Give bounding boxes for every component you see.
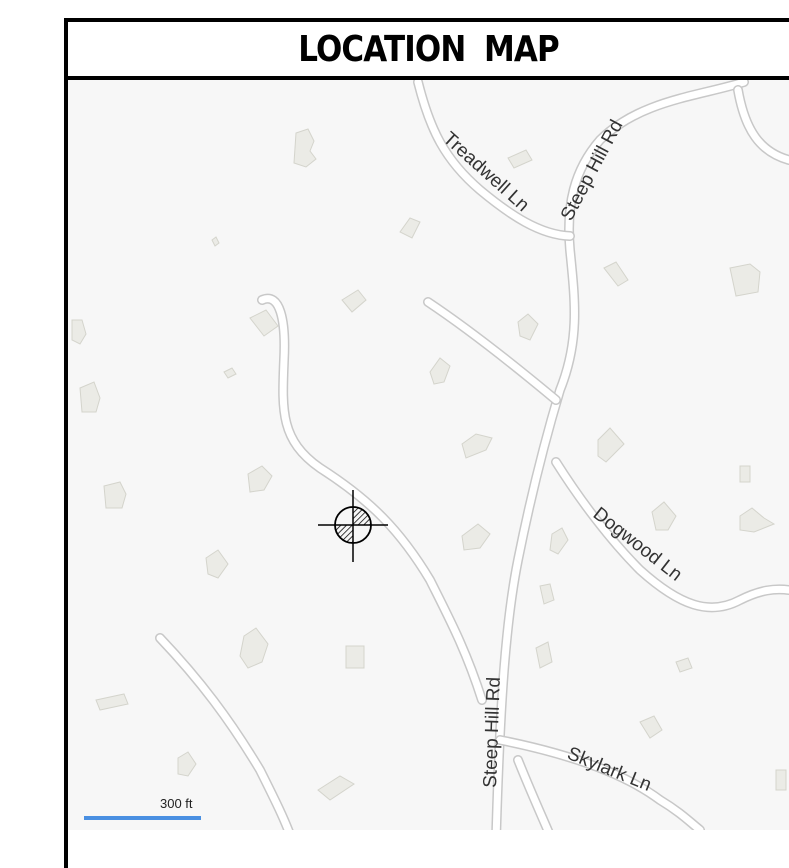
road-label-treadwell: Treadwell Ln (439, 128, 533, 216)
building (603, 261, 629, 287)
buildings (71, 128, 787, 801)
title-bar: LOCATION MAP (68, 22, 789, 80)
building (211, 236, 220, 247)
building (597, 427, 625, 463)
building (539, 583, 555, 605)
building (249, 309, 279, 337)
building (729, 263, 761, 297)
crosshair-hatched-circle-icon[interactable] (318, 490, 388, 562)
scale-bar: 300 ft (84, 796, 201, 820)
map-canvas[interactable]: Steep Hill Rd Treadwell Ln Steep Hill Rd… (68, 80, 789, 830)
building (205, 549, 229, 579)
scale-bar-line (84, 816, 201, 820)
scale-bar-label: 300 ft (160, 796, 193, 811)
building (675, 657, 693, 673)
building (739, 507, 776, 533)
building (739, 465, 751, 483)
building (775, 769, 787, 791)
building (549, 527, 569, 555)
building (345, 645, 365, 669)
building (517, 313, 539, 341)
building (341, 289, 367, 313)
road-label-steep-hill-top: Steep Hill Rd (557, 117, 628, 225)
building (247, 465, 273, 493)
building (639, 715, 663, 739)
building (651, 501, 677, 531)
building (507, 149, 533, 169)
building (239, 627, 269, 669)
building (293, 128, 317, 168)
building (429, 357, 451, 385)
building (461, 433, 493, 459)
building (317, 775, 355, 801)
building (461, 523, 491, 551)
building (223, 367, 237, 379)
map-frame (64, 18, 789, 868)
road-label-steep-hill-bottom: Steep Hill Rd (480, 677, 505, 789)
building (535, 641, 553, 669)
road-label-skylark: Skylark Ln (564, 743, 654, 796)
building (177, 751, 197, 777)
roads (155, 80, 789, 830)
building (79, 381, 101, 413)
map-svg: Steep Hill Rd Treadwell Ln Steep Hill Rd… (71, 80, 789, 830)
page-title: LOCATION MAP (298, 28, 559, 70)
building (103, 481, 127, 509)
building (399, 217, 421, 239)
building (71, 319, 87, 345)
building (95, 693, 129, 711)
